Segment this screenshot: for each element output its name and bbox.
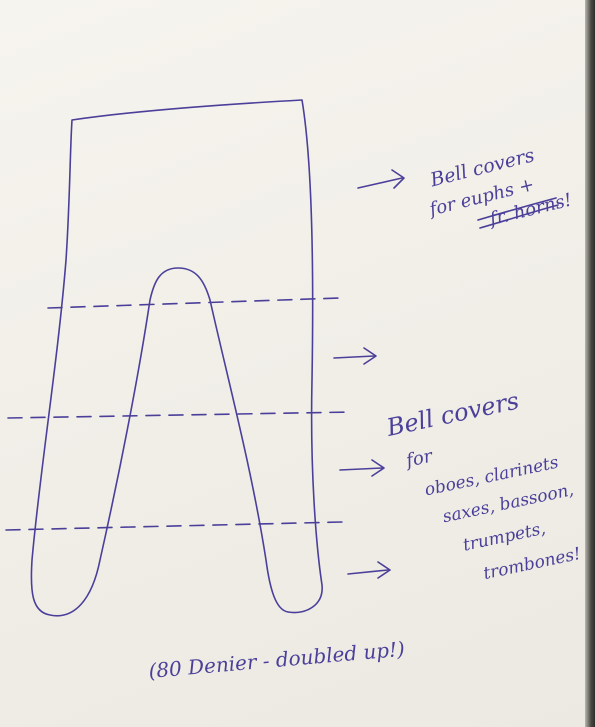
note-top: Bell covers for euphs + fr. horns! bbox=[418, 138, 574, 244]
cut-line-upper bbox=[48, 298, 340, 308]
note-side-line5: trumpets, bbox=[461, 519, 547, 556]
cut-line-lower bbox=[6, 522, 342, 530]
note-side: Bell covers for oboes, clarinets saxes, … bbox=[383, 379, 588, 597]
arrow-icon bbox=[348, 562, 390, 578]
cut-line-middle bbox=[8, 412, 352, 418]
note-side-line6: trombones! bbox=[482, 544, 583, 584]
note-bottom: (80 Denier - doubled up!) bbox=[148, 637, 406, 683]
tights-outline bbox=[31, 100, 322, 616]
note-side-line2: for bbox=[402, 445, 435, 472]
arrow-icon bbox=[340, 460, 384, 476]
note-bottom-text: (80 Denier - doubled up!) bbox=[148, 637, 406, 683]
arrow-icon bbox=[358, 170, 404, 188]
arrow-icon bbox=[334, 348, 376, 364]
note-side-line1: Bell covers bbox=[383, 387, 521, 443]
